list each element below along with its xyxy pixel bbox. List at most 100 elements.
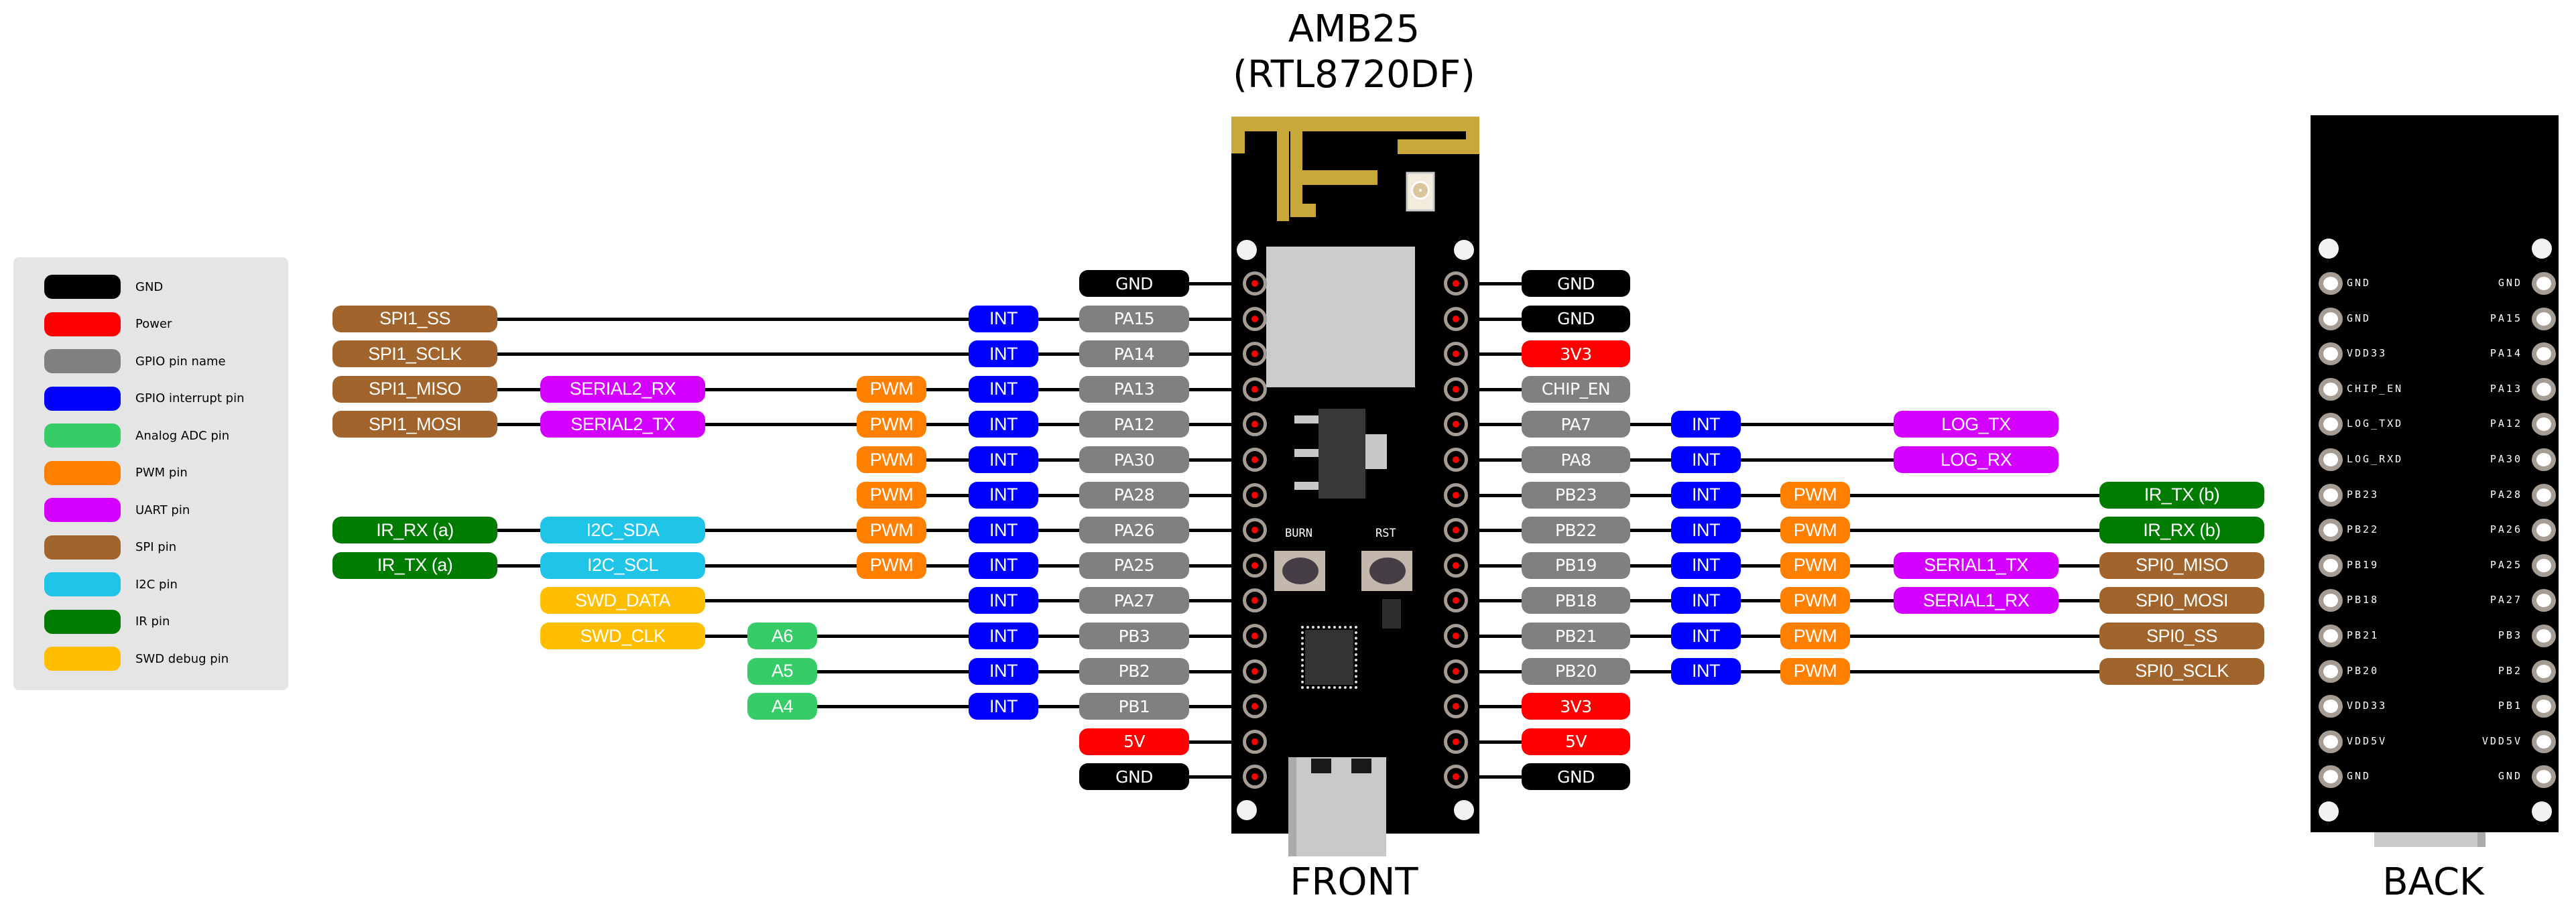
legend-swatch — [44, 423, 121, 448]
pwm-label: PWM — [857, 375, 926, 403]
small-ic — [1382, 599, 1401, 629]
spi-label: SPI1_MOSI — [332, 411, 497, 438]
pin-label-3v3: 3V3 — [1522, 340, 1630, 368]
legend-label: I2C pin — [135, 577, 178, 592]
back-silk-label: PA13 — [2490, 382, 2522, 395]
int-label: INT — [1671, 481, 1741, 509]
adc-label: A4 — [747, 693, 817, 720]
int-label: INT — [1671, 587, 1741, 614]
pwm-label: PWM — [857, 551, 926, 579]
reset-button[interactable] — [1361, 551, 1412, 591]
int-label: INT — [969, 657, 1038, 685]
header-pad-left — [1243, 448, 1267, 472]
int-label: INT — [969, 517, 1038, 544]
pin-label-pa7: PA7 — [1522, 411, 1630, 438]
legend-item-power: Power — [44, 312, 172, 336]
int-label: INT — [969, 693, 1038, 720]
pin-label-pb2: PB2 — [1079, 657, 1189, 685]
back-silk-label: CHIP_EN — [2347, 382, 2404, 395]
legend-item-swd: SWD debug pin — [44, 647, 229, 671]
pin-label-pb20: PB20 — [1522, 657, 1630, 685]
back-pad-right — [2532, 307, 2556, 330]
back-silk-label: VDD5V — [2481, 734, 2522, 747]
spi-label: SPI0_MOSI — [2099, 587, 2264, 614]
back-silk-label: LOG_TXD — [2347, 417, 2404, 430]
header-pad-left — [1243, 482, 1267, 507]
int-label: INT — [969, 340, 1038, 368]
pin-label-gnd: GND — [1079, 270, 1189, 297]
back-pad-right — [2532, 519, 2556, 542]
legend-swatch — [44, 460, 121, 485]
mount-hole — [2532, 801, 2552, 822]
connector-line — [1458, 529, 2099, 533]
burn-label: BURN — [1285, 527, 1312, 540]
back-pad-left — [2319, 765, 2343, 789]
legend-item-gnd: GND — [44, 275, 163, 299]
pwm-label: PWM — [1780, 587, 1850, 614]
ir-label: IR_TX (b) — [2099, 481, 2264, 509]
header-pad-right — [1444, 518, 1468, 543]
pin-label-chip_en: CHIP_EN — [1522, 375, 1630, 403]
back-pad-left — [2319, 695, 2343, 718]
spi-label: SPI0_MISO — [2099, 551, 2264, 579]
spi-label: SPI1_MISO — [332, 375, 497, 403]
back-silk-label: PB19 — [2347, 558, 2380, 571]
back-pad-left — [2319, 342, 2343, 366]
connector-line — [1458, 564, 2099, 568]
board-title: AMB25 (RTL8720DF) — [1180, 7, 1528, 98]
front-caption: FRONT — [1290, 860, 1418, 904]
pin-label-gnd: GND — [1522, 270, 1630, 297]
uart-label: SERIAL1_RX — [1894, 587, 2059, 614]
pin-label-gnd: GND — [1522, 763, 1630, 791]
int-label: INT — [969, 375, 1038, 403]
header-pad-left — [1243, 588, 1267, 613]
back-pad-right — [2532, 342, 2556, 366]
back-silk-label: PB3 — [2498, 629, 2522, 641]
connector-line — [1458, 635, 2099, 638]
back-pad-left — [2319, 589, 2343, 612]
legend-swatch — [44, 609, 121, 634]
back-silk-label: GND — [2498, 770, 2522, 783]
header-pad-right — [1444, 553, 1468, 578]
legend-item-uart: UART pin — [44, 498, 190, 522]
header-pad-left — [1243, 342, 1267, 367]
connector-line — [497, 317, 1255, 321]
legend-swatch — [44, 647, 121, 671]
spi-label: SPI0_SS — [2099, 623, 2264, 649]
pin-label-pa8: PA8 — [1522, 446, 1630, 473]
back-silk-label: PB21 — [2347, 629, 2380, 641]
back-pad-left — [2319, 625, 2343, 647]
header-pad-left — [1243, 377, 1267, 401]
header-pad-left — [1243, 659, 1267, 683]
mount-hole — [2532, 239, 2552, 259]
back-silk-label: LOG_RXD — [2347, 453, 2404, 465]
back-pad-left — [2319, 659, 2343, 683]
legend-swatch — [44, 275, 121, 299]
back-pad-right — [2532, 695, 2556, 718]
back-silk-label: PB18 — [2347, 594, 2380, 606]
legend-item-i2c: I2C pin — [44, 572, 178, 596]
connector-line — [497, 352, 1255, 356]
int-label: INT — [969, 551, 1038, 579]
back-pad-right — [2532, 377, 2556, 401]
back-silk-label: PB1 — [2498, 700, 2522, 712]
legend-item-int: GPIO interrupt pin — [44, 386, 244, 411]
back-pad-left — [2319, 553, 2343, 577]
back-silk-label: PA30 — [2490, 453, 2522, 465]
int-label: INT — [1671, 446, 1741, 473]
burn-button[interactable] — [1274, 551, 1325, 591]
legend-label: IR pin — [135, 614, 170, 629]
regulator-lead — [1294, 415, 1318, 423]
mount-hole — [1454, 800, 1474, 820]
ir-label: IR_RX (b) — [2099, 517, 2264, 544]
usb-bridge-ic — [1301, 626, 1357, 689]
back-silk-label: PA26 — [2490, 523, 2522, 536]
usb-c-port[interactable] — [1288, 757, 1386, 856]
header-pad-right — [1444, 659, 1468, 683]
legend-label: Power — [135, 317, 172, 331]
back-pad-right — [2532, 730, 2556, 753]
pwm-label: PWM — [857, 517, 926, 544]
header-pad-left — [1243, 518, 1267, 543]
adc-label: A5 — [747, 657, 817, 685]
